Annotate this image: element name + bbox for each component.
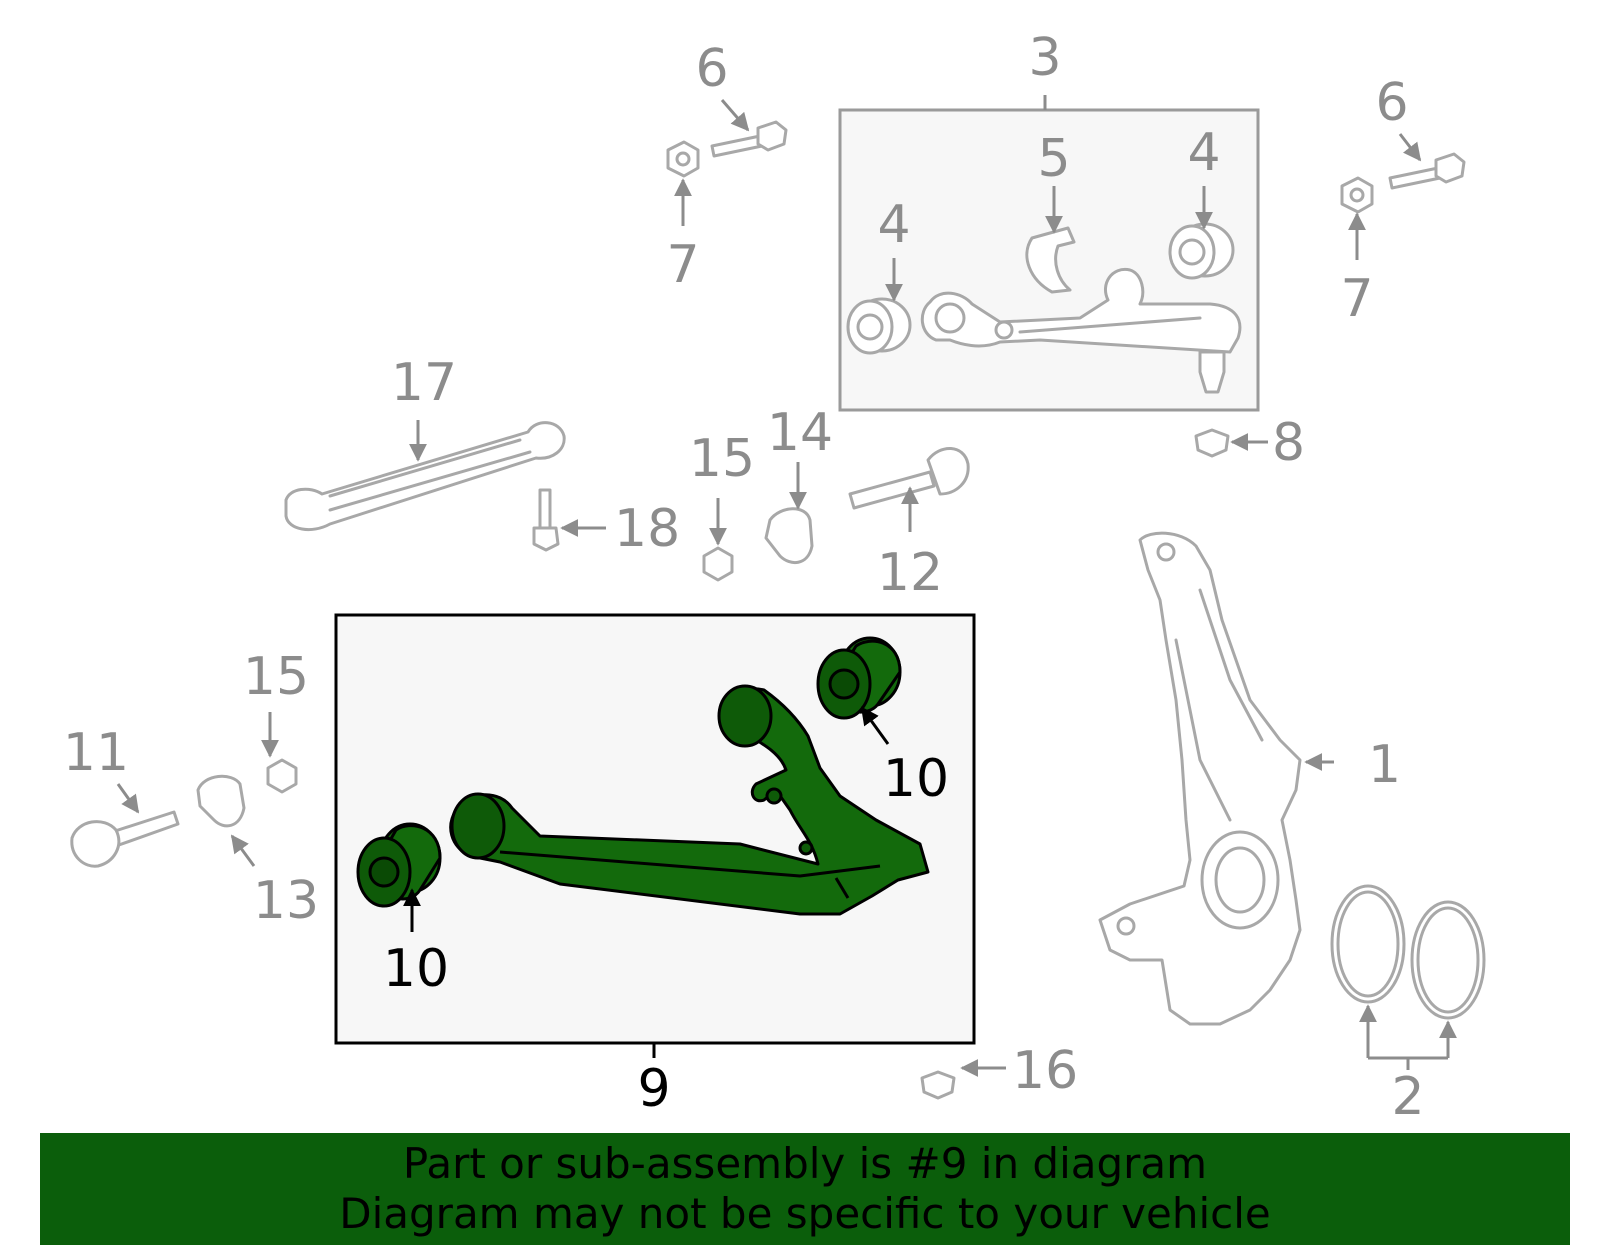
upper-bushing-right <box>1168 222 1235 280</box>
upper-bracket <box>1025 226 1076 294</box>
bolt-18 <box>532 488 560 552</box>
callout-16: 16 <box>1012 1041 1078 1101</box>
nut-15-upper <box>702 546 734 582</box>
nut-15-lower <box>266 758 298 794</box>
cam-washer-14 <box>764 507 814 565</box>
callout-1: 1 <box>1368 735 1401 795</box>
callout-10-lower-left: 10 <box>383 939 449 999</box>
bolt-6-left <box>710 120 788 158</box>
upper-control-arm-assembly <box>838 95 1260 412</box>
nut-16 <box>920 1070 956 1100</box>
nut-7-right <box>1340 176 1374 214</box>
callout-14: 14 <box>767 403 833 463</box>
callout-3: 3 <box>1028 28 1061 88</box>
callout-15-lower: 15 <box>243 647 309 707</box>
info-banner-line-2: Diagram may not be specific to your vehi… <box>339 1189 1271 1238</box>
lower-bushing-right <box>816 636 902 720</box>
strut-rod-17 <box>284 421 566 532</box>
callout-6-right: 6 <box>1375 73 1408 133</box>
cam-bolt-11 <box>70 810 180 868</box>
callout-13: 13 <box>253 871 319 931</box>
info-banner: Part or sub-assembly is #9 in diagram Di… <box>40 1133 1570 1245</box>
callout-5: 5 <box>1037 129 1070 189</box>
callout-15-upper: 15 <box>689 429 755 489</box>
cam-washer-13 <box>196 774 246 828</box>
seal-ring-left <box>1330 884 1406 1004</box>
callout-11: 11 <box>63 723 129 783</box>
steering-knuckle <box>1098 531 1302 1026</box>
seal-ring-right <box>1410 900 1486 1020</box>
callout-9: 9 <box>637 1059 670 1119</box>
callout-12: 12 <box>877 543 943 603</box>
callout-8: 8 <box>1272 413 1305 473</box>
lower-control-arm-assembly <box>334 613 976 1058</box>
lower-bushing-left <box>356 822 442 908</box>
callout-17: 17 <box>391 353 457 413</box>
nut-7-left <box>666 140 700 178</box>
nut-8 <box>1194 428 1230 458</box>
info-banner-line-1: Part or sub-assembly is #9 in diagram <box>402 1139 1208 1188</box>
cam-bolt-12 <box>848 447 970 510</box>
bolt-6-right <box>1388 152 1466 190</box>
callout-10-upper-right: 10 <box>883 749 949 809</box>
callout-18: 18 <box>614 499 680 559</box>
callout-7-left: 7 <box>666 235 699 295</box>
callout-4-right: 4 <box>1187 123 1220 183</box>
callout-4-left: 4 <box>877 195 910 255</box>
upper-arm <box>920 267 1242 354</box>
callout-7-right: 7 <box>1340 269 1373 329</box>
upper-bushing-left <box>846 297 912 355</box>
callout-2: 2 <box>1391 1067 1424 1127</box>
callout-6-left: 6 <box>695 39 728 99</box>
